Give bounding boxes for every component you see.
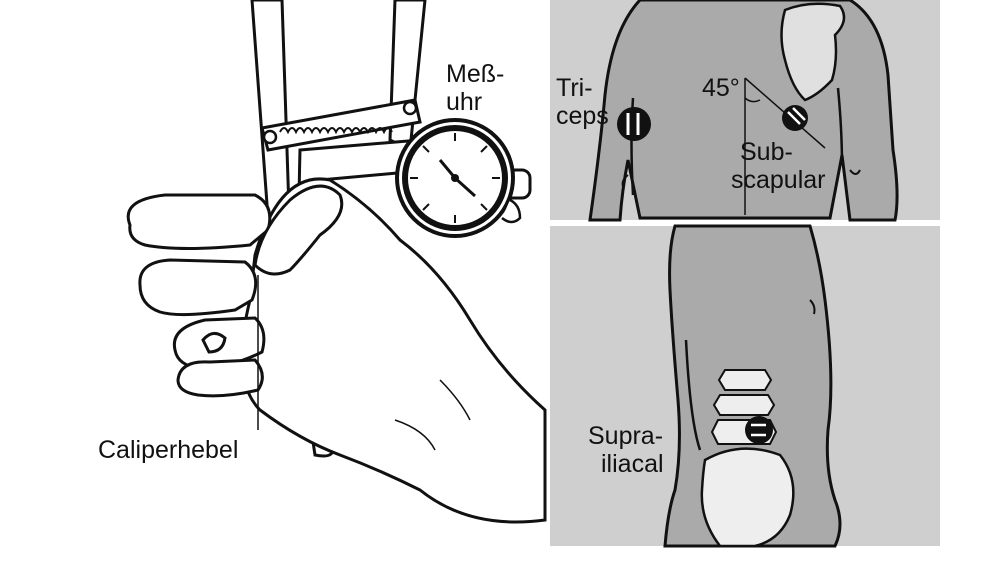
subscapular-label-line2: scapular (731, 166, 826, 194)
dial-gauge-icon (395, 118, 532, 238)
subscapular-measurement-marker-icon (782, 105, 808, 131)
hand-illustration (126, 177, 547, 524)
angle-label: 45° (702, 74, 740, 102)
lever-label: Caliperhebel (98, 436, 239, 464)
spring (279, 127, 393, 135)
subscapular-label-line1: Sub- (740, 138, 793, 166)
suprailiacal-label-line1: Supra- (588, 422, 664, 450)
triceps-label-line2: ceps (556, 102, 609, 130)
suprailiacal-label-line2: iliacal (601, 450, 664, 478)
gauge-label-line2: uhr (446, 88, 483, 116)
triceps-label-line1: Tri- (556, 74, 593, 102)
gauge-label-line1: Meß- (446, 60, 505, 88)
lower-back-panel (550, 224, 940, 548)
upper-back-panel (550, 0, 940, 222)
suprailiacal-measurement-marker-icon (745, 416, 773, 444)
triceps-measurement-marker-icon (617, 107, 651, 141)
